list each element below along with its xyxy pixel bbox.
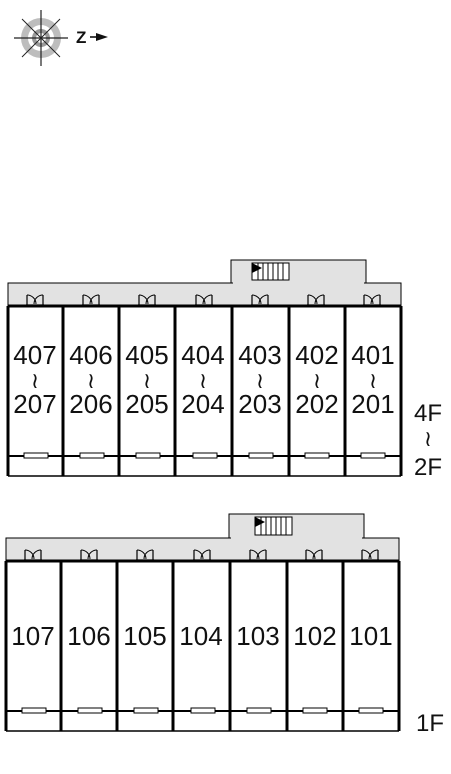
svg-text:201: 201 bbox=[351, 389, 394, 419]
floor-label-1f: 1F bbox=[416, 710, 444, 737]
svg-text:207: 207 bbox=[13, 389, 56, 419]
unit-102[interactable]: 102 bbox=[293, 621, 336, 651]
svg-text:≀: ≀ bbox=[369, 369, 377, 394]
upper-block: 407 ≀ 207 406 ≀ 206 405 ≀ 205 404 ≀ 204 … bbox=[6, 259, 442, 481]
unit-405[interactable]: 405 ≀ 205 bbox=[125, 340, 168, 419]
svg-text:407: 407 bbox=[13, 340, 56, 370]
unit-402[interactable]: 402 ≀ 202 bbox=[295, 340, 338, 419]
floor-label-4f-2f: 4F ≀ 2F bbox=[414, 400, 442, 481]
unit-106[interactable]: 106 bbox=[67, 621, 110, 651]
svg-text:≀: ≀ bbox=[424, 427, 432, 452]
svg-text:405: 405 bbox=[125, 340, 168, 370]
svg-text:≀: ≀ bbox=[256, 369, 264, 394]
svg-text:406: 406 bbox=[69, 340, 112, 370]
svg-text:4F: 4F bbox=[414, 400, 442, 427]
unit-104[interactable]: 104 bbox=[179, 621, 222, 651]
stair-icon bbox=[254, 516, 293, 536]
svg-text:≀: ≀ bbox=[199, 369, 207, 394]
svg-text:404: 404 bbox=[181, 340, 224, 370]
unit-404[interactable]: 404 ≀ 204 bbox=[181, 340, 224, 419]
window-icon bbox=[23, 452, 386, 459]
unit-105[interactable]: 105 bbox=[123, 621, 166, 651]
svg-text:≀: ≀ bbox=[313, 369, 321, 394]
lower-block: 107 106 105 104 103 102 101 1F bbox=[4, 513, 444, 737]
svg-text:≀: ≀ bbox=[87, 369, 95, 394]
unit-401[interactable]: 401 ≀ 201 bbox=[351, 340, 394, 419]
svg-text:202: 202 bbox=[295, 389, 338, 419]
unit-107[interactable]: 107 bbox=[11, 621, 54, 651]
svg-text:≀: ≀ bbox=[143, 369, 151, 394]
unit-403[interactable]: 403 ≀ 203 bbox=[238, 340, 281, 419]
unit-406[interactable]: 406 ≀ 206 bbox=[69, 340, 112, 419]
compass-north-label: Z bbox=[76, 28, 86, 47]
svg-text:204: 204 bbox=[181, 389, 224, 419]
svg-text:≀: ≀ bbox=[31, 369, 39, 394]
svg-text:402: 402 bbox=[295, 340, 338, 370]
svg-text:401: 401 bbox=[351, 340, 394, 370]
window-icon bbox=[21, 707, 384, 714]
compass-rose-icon: Z bbox=[14, 10, 108, 66]
svg-text:203: 203 bbox=[238, 389, 281, 419]
svg-text:205: 205 bbox=[125, 389, 168, 419]
stair-icon bbox=[251, 262, 290, 281]
svg-text:2F: 2F bbox=[414, 454, 442, 481]
svg-text:403: 403 bbox=[238, 340, 281, 370]
unit-101[interactable]: 101 bbox=[349, 621, 392, 651]
svg-text:206: 206 bbox=[69, 389, 112, 419]
unit-407[interactable]: 407 ≀ 207 bbox=[13, 340, 56, 419]
unit-103[interactable]: 103 bbox=[236, 621, 279, 651]
